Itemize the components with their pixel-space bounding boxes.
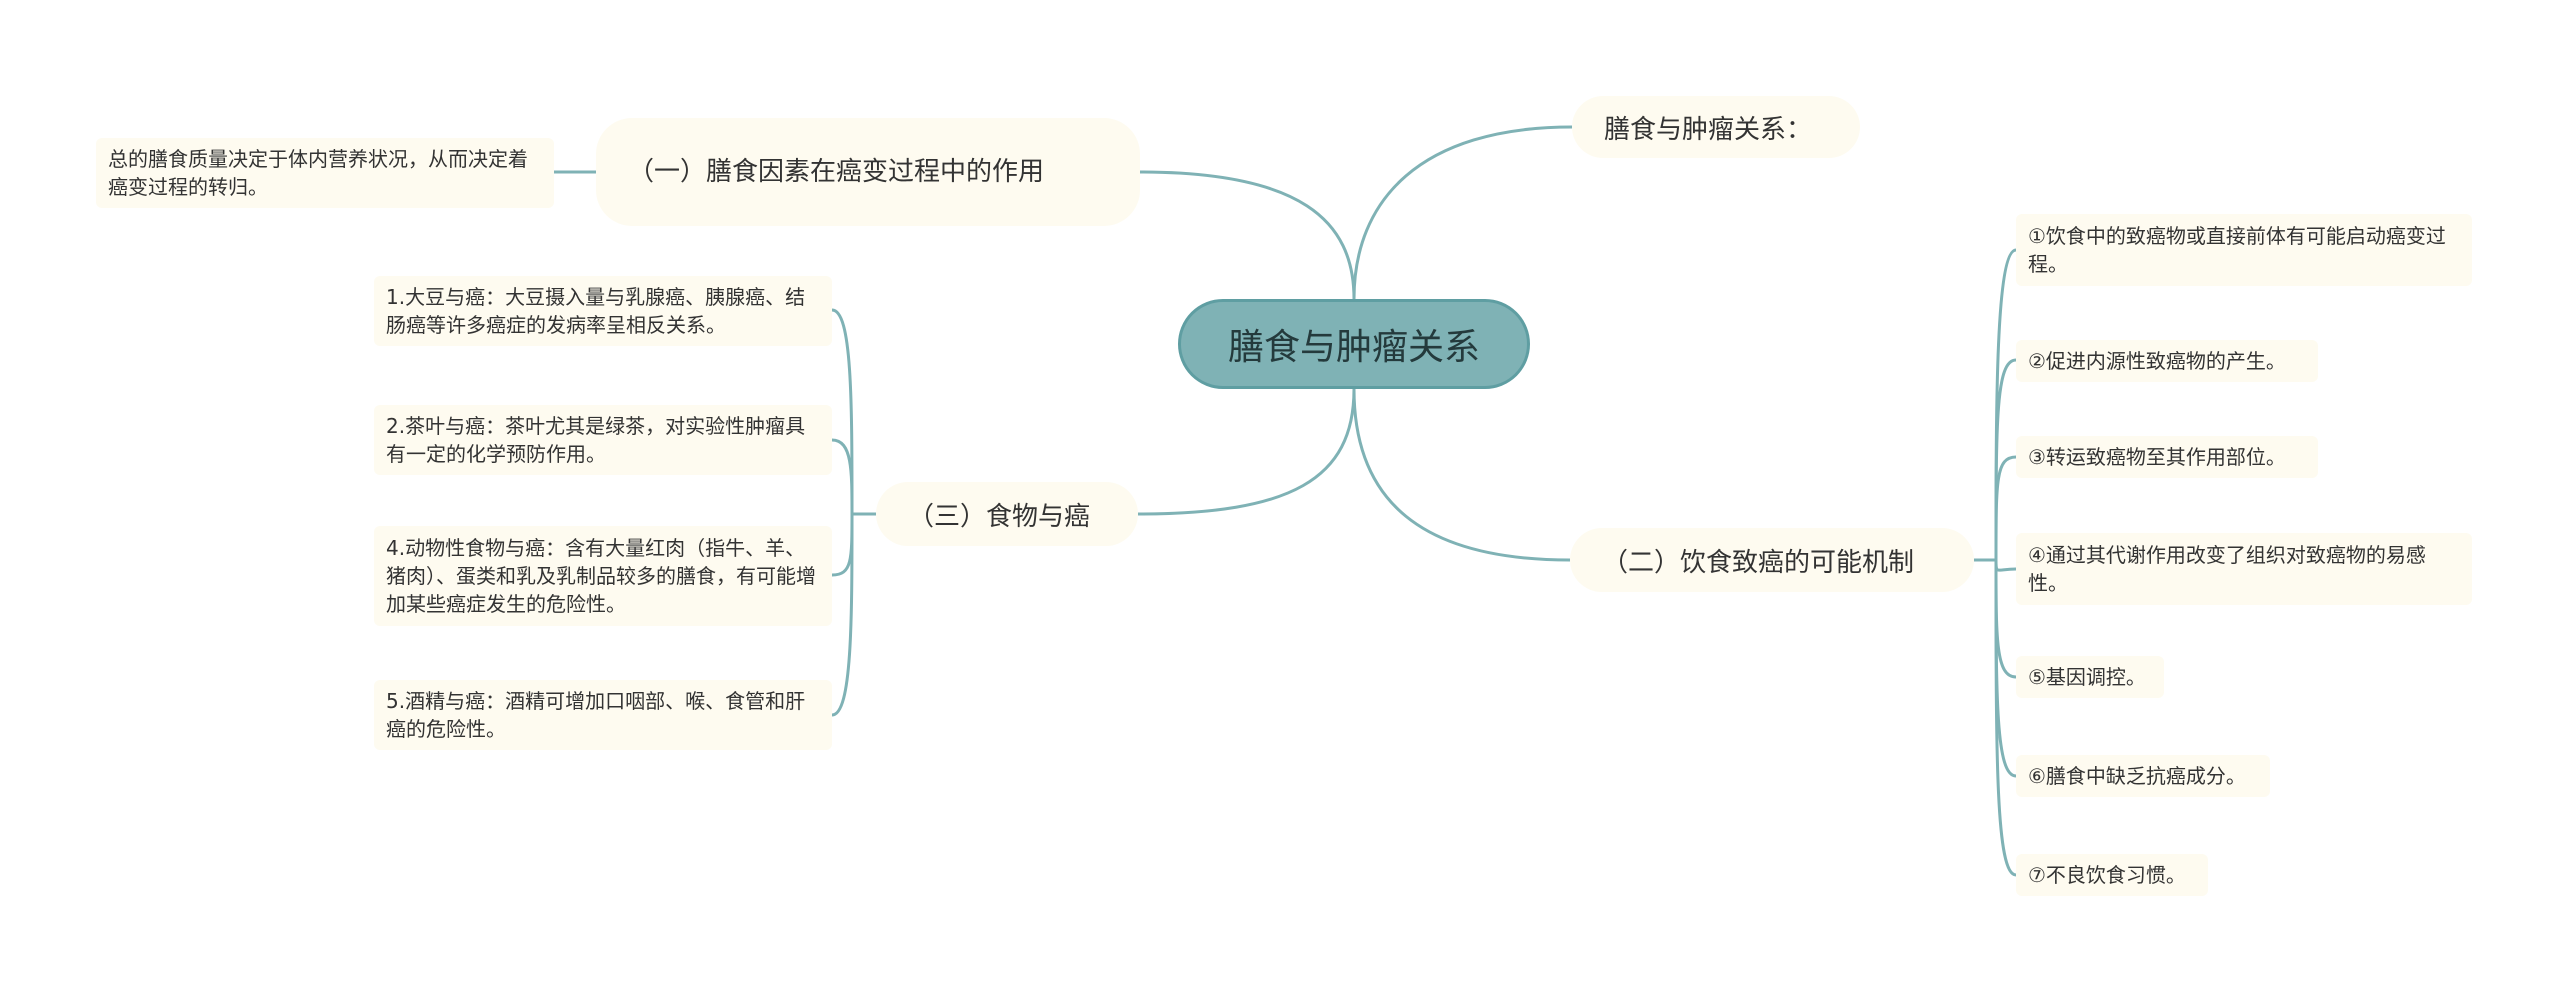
mechanism-leaf-4[interactable]: ④通过其代谢作用改变了组织对致癌物的易感性。 bbox=[2016, 533, 2472, 605]
link-mech-leaf-6 bbox=[1994, 559, 2017, 778]
branch-title[interactable]: 膳食与肿瘤关系： bbox=[1572, 96, 1860, 158]
food-leaf-2[interactable]: 2.茶叶与癌：茶叶尤其是绿茶，对实验性肿瘤具有一定的化学预防作用。 bbox=[374, 405, 832, 475]
role-leaf-1-text: 总的膳食质量决定于体内营养状况，从而决定着癌变过程的转归。 bbox=[108, 147, 528, 199]
link-food-leaf-2 bbox=[831, 438, 854, 515]
mechanism-leaf-2-text: ②促进内源性致癌物的产生。 bbox=[2028, 349, 2286, 373]
mechanism-leaf-2[interactable]: ②促进内源性致癌物的产生。 bbox=[2016, 340, 2318, 382]
food-leaf-1[interactable]: 1.大豆与癌：大豆摄入量与乳腺癌、胰腺癌、结肠癌等许多癌症的发病率呈相反关系。 bbox=[374, 276, 832, 346]
food-leaf-1-text: 1.大豆与癌：大豆摄入量与乳腺癌、胰腺癌、结肠癌等许多癌症的发病率呈相反关系。 bbox=[386, 285, 806, 337]
branch-food-label: （三）食物与癌 bbox=[908, 501, 1091, 532]
food-leaf-3[interactable]: 4.动物性食物与癌：含有大量红肉（指牛、羊、猪肉）、蛋类和乳及乳制品较多的膳食，… bbox=[374, 526, 832, 626]
branch-mechanism[interactable]: （二）饮食致癌的可能机制 bbox=[1570, 528, 1974, 592]
link-food-leaf-3 bbox=[831, 513, 854, 577]
mechanism-leaf-3[interactable]: ③转运致癌物至其作用部位。 bbox=[2016, 436, 2318, 478]
mechanism-leaf-1-text: ①饮食中的致癌物或直接前体有可能启动癌变过程。 bbox=[2028, 224, 2446, 276]
branch-food[interactable]: （三）食物与癌 bbox=[876, 482, 1138, 546]
food-leaf-4[interactable]: 5.酒精与癌：酒精可增加口咽部、喉、食管和肝癌的危险性。 bbox=[374, 680, 832, 750]
link-center-to-mechanism bbox=[1352, 388, 1571, 562]
mechanism-leaf-6[interactable]: ⑥膳食中缺乏抗癌成分。 bbox=[2016, 755, 2270, 797]
central-topic-label: 膳食与肿瘤关系 bbox=[1227, 327, 1480, 368]
link-mech-leaf-4 bbox=[1994, 559, 2017, 572]
mechanism-leaf-6-text: ⑥膳食中缺乏抗癌成分。 bbox=[2028, 764, 2246, 788]
role-leaf-1[interactable]: 总的膳食质量决定于体内营养状况，从而决定着癌变过程的转归。 bbox=[96, 138, 554, 208]
link-center-to-title bbox=[1352, 125, 1573, 300]
mechanism-leaf-7[interactable]: ⑦不良饮食习惯。 bbox=[2016, 854, 2208, 896]
link-food-leaf-1 bbox=[831, 308, 876, 516]
mechanism-leaf-4-text: ④通过其代谢作用改变了组织对致癌物的易感性。 bbox=[2028, 543, 2426, 595]
mechanism-leaf-5-text: ⑤基因调控。 bbox=[2028, 665, 2146, 689]
branch-role-label: （一）膳食因素在癌变过程中的作用 bbox=[628, 157, 1045, 187]
branch-role[interactable]: （一）膳食因素在癌变过程中的作用 bbox=[596, 118, 1140, 226]
mechanism-leaf-3-text: ③转运致癌物至其作用部位。 bbox=[2028, 445, 2286, 469]
food-leaf-4-text: 5.酒精与癌：酒精可增加口咽部、喉、食管和肝癌的危险性。 bbox=[386, 689, 806, 741]
mechanism-leaf-1[interactable]: ①饮食中的致癌物或直接前体有可能启动癌变过程。 bbox=[2016, 214, 2472, 286]
link-mech-leaf-7 bbox=[1994, 559, 2017, 877]
food-leaf-2-text: 2.茶叶与癌：茶叶尤其是绿茶，对实验性肿瘤具有一定的化学预防作用。 bbox=[386, 414, 806, 466]
link-center-to-role bbox=[1139, 170, 1356, 300]
branch-mechanism-label: （二）饮食致癌的可能机制 bbox=[1602, 547, 1915, 578]
link-center-to-food bbox=[1137, 388, 1356, 516]
branch-title-label: 膳食与肿瘤关系： bbox=[1604, 114, 1813, 145]
link-mech-leaf-3 bbox=[1994, 455, 2017, 561]
mechanism-leaf-5[interactable]: ⑤基因调控。 bbox=[2016, 656, 2164, 698]
food-leaf-3-text: 4.动物性食物与癌：含有大量红肉（指牛、羊、猪肉）、蛋类和乳及乳制品较多的膳食，… bbox=[386, 536, 816, 616]
mechanism-leaf-7-text: ⑦不良饮食习惯。 bbox=[2028, 863, 2186, 887]
central-topic[interactable]: 膳食与肿瘤关系 bbox=[1178, 299, 1530, 389]
link-mech-leaf-5 bbox=[1994, 559, 2017, 679]
link-food-leaf-4 bbox=[831, 513, 854, 717]
